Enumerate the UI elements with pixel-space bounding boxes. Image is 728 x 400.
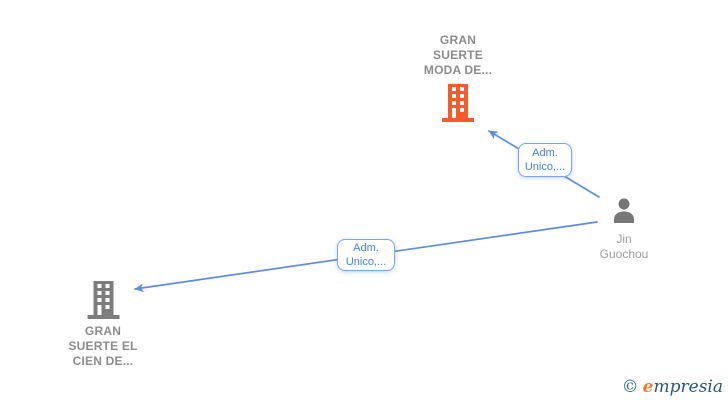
building-icon <box>442 84 474 122</box>
brand-name: mpresia <box>653 377 724 397</box>
brand-initial: e <box>642 377 654 397</box>
node-company-top[interactable]: GRAN SUERTE MODA DE... <box>408 33 508 122</box>
company-bottom-label: GRAN SUERTE EL CIEN DE... <box>68 324 138 368</box>
node-person[interactable]: Jin Guochou <box>574 197 674 262</box>
copyright-icon: © <box>621 377 639 397</box>
edge-label-adm-unico-bottom[interactable]: Adm. Unico,... <box>337 239 395 271</box>
edge-label-adm-unico-top[interactable]: Adm. Unico,... <box>518 143 572 177</box>
node-company-bottom[interactable]: GRAN SUERTE EL CIEN DE... <box>53 281 153 369</box>
person-label: Jin Guochou <box>599 232 649 261</box>
company-top-label: GRAN SUERTE MODA DE... <box>423 33 493 77</box>
building-icon <box>87 281 119 319</box>
person-icon <box>614 198 634 223</box>
empresia-watermark: ©empresia <box>622 377 723 397</box>
